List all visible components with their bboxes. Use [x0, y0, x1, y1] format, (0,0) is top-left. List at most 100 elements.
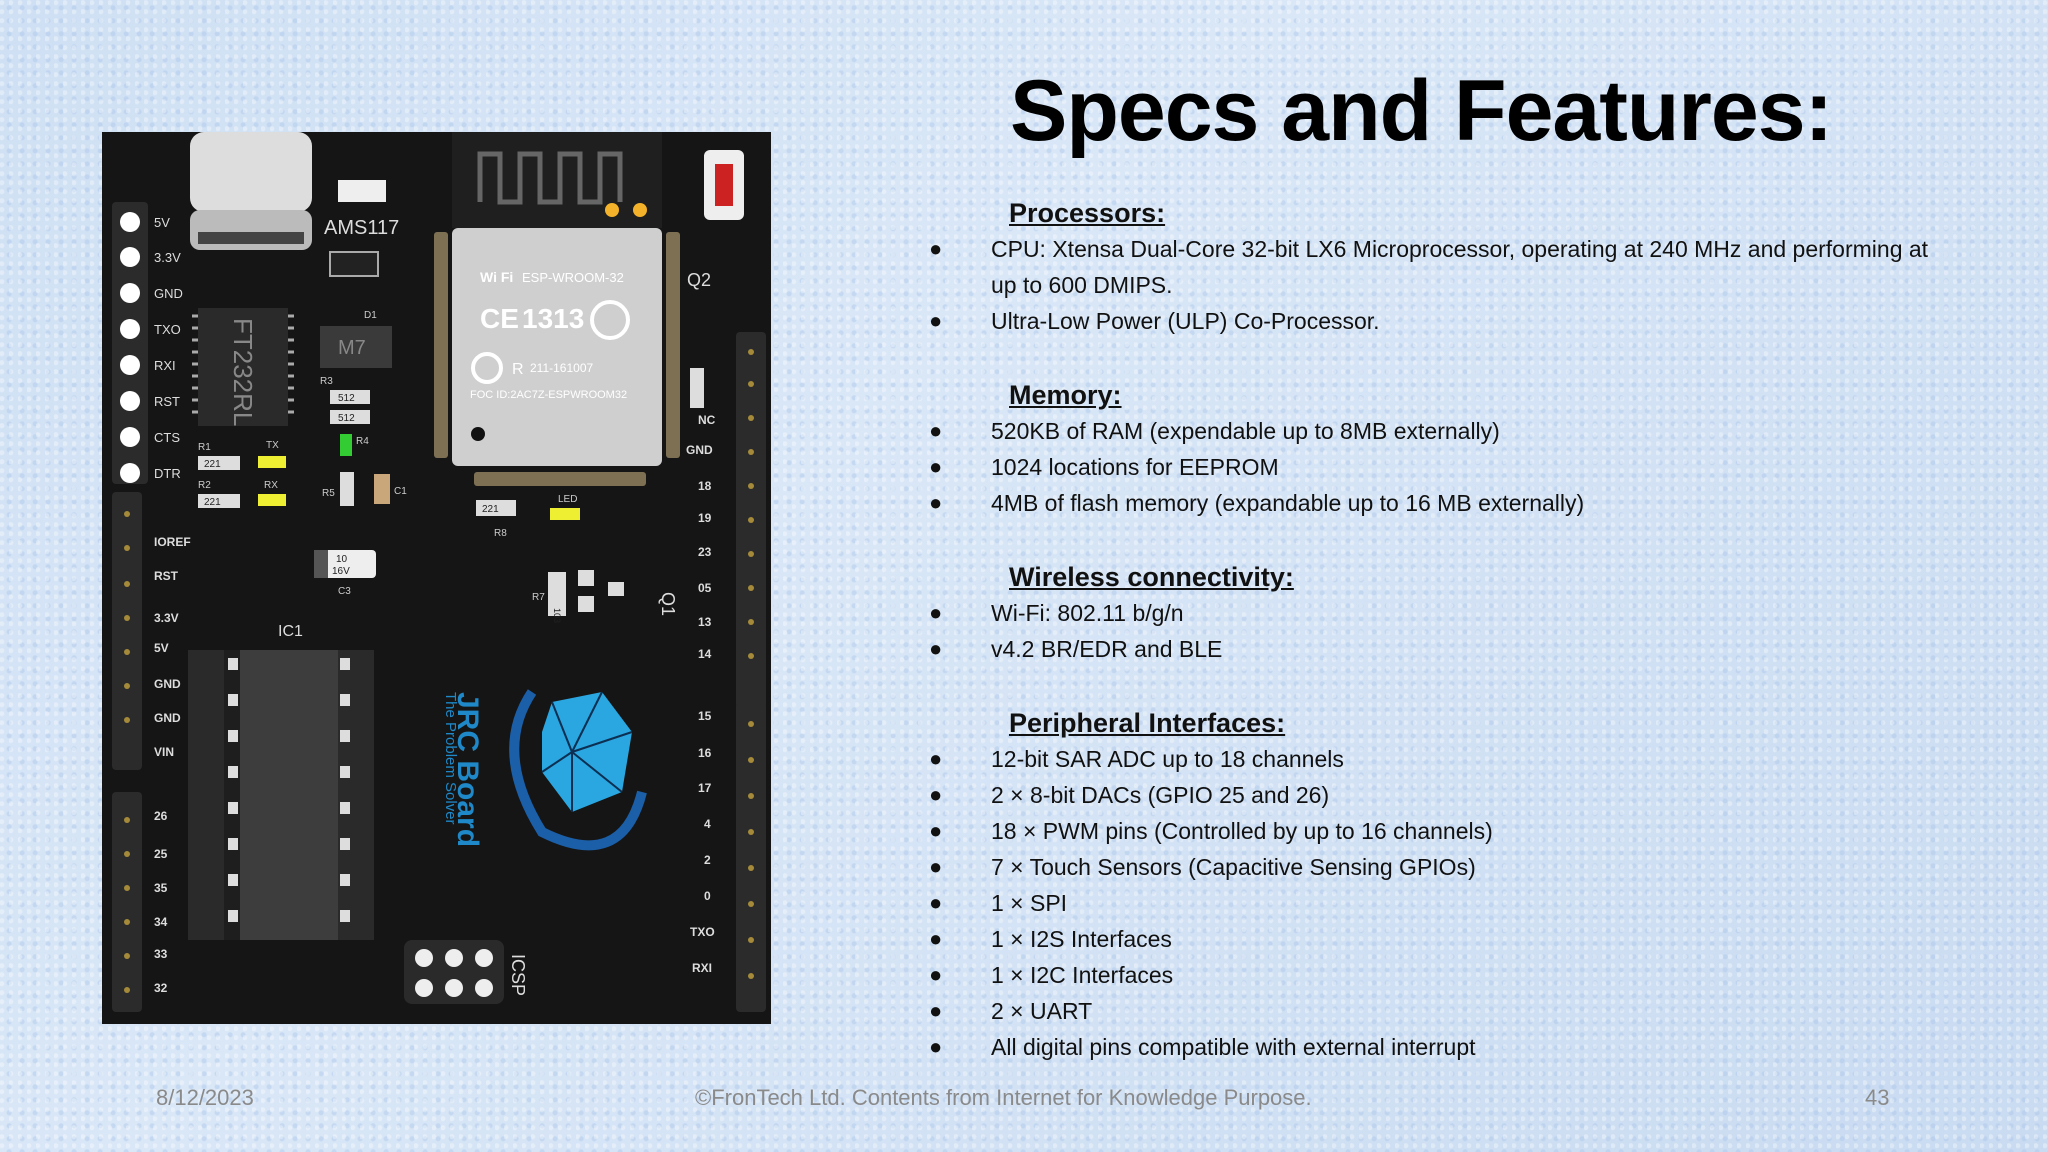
svg-text:4: 4 [704, 817, 711, 831]
svg-text:R: R [512, 361, 524, 378]
svg-text:R7: R7 [532, 592, 545, 603]
svg-text:32: 32 [154, 981, 168, 995]
svg-text:RST: RST [154, 569, 179, 583]
list-item: ●CPU: Xtensa Dual-Core 32-bit LX6 Microp… [925, 231, 1935, 303]
svg-text:25: 25 [154, 847, 168, 861]
svg-text:13: 13 [698, 615, 712, 629]
svg-text:34: 34 [154, 915, 168, 929]
board-illustration: AMS117 Wi Fi ESP-WROOM-32 CE 1313 R 211-… [102, 132, 771, 1024]
bullet-icon: ● [929, 962, 943, 987]
svg-text:RST: RST [154, 394, 180, 409]
svg-text:DTR: DTR [154, 466, 181, 481]
footer-date: 8/12/2023 [156, 1085, 254, 1110]
svg-text:GND: GND [154, 286, 183, 301]
svg-text:M7: M7 [338, 337, 366, 359]
svg-text:221: 221 [482, 504, 499, 515]
svg-text:18: 18 [698, 479, 712, 493]
svg-text:R4: R4 [356, 436, 369, 447]
svg-text:GND: GND [686, 443, 713, 457]
ft232rl-chip: FT232RL [192, 308, 294, 426]
list-item: ●1024 locations for EEPROM [925, 449, 1935, 485]
svg-text:GND: GND [154, 677, 181, 691]
usb-c-connector [190, 132, 312, 250]
svg-text:221: 221 [204, 497, 221, 508]
svg-text:16V: 16V [332, 566, 350, 577]
list-item: ●12-bit SAR ADC up to 18 channels [925, 741, 1935, 777]
svg-text:14: 14 [698, 647, 712, 661]
bullet-icon: ● [929, 746, 943, 771]
svg-text:R8: R8 [494, 528, 507, 539]
list-item: ●1 × SPI [925, 885, 1935, 921]
svg-text:Q2: Q2 [687, 270, 711, 290]
svg-text:TXO: TXO [690, 925, 715, 939]
svg-text:5V: 5V [154, 215, 170, 230]
brand-tagline: The Problem Solver [442, 692, 459, 825]
bullet-icon: ● [929, 454, 943, 479]
antenna-area [452, 132, 662, 228]
section-heading-peripherals: Peripheral Interfaces: [1009, 708, 1286, 738]
jrc-board-image: AMS117 Wi Fi ESP-WROOM-32 CE 1313 R 211-… [102, 132, 771, 1024]
jrc-logo-icon [509, 689, 647, 851]
svg-text:ICSP: ICSP [508, 954, 528, 996]
svg-text:5V: 5V [154, 641, 169, 655]
bullet-icon: ● [929, 636, 943, 661]
list-item: ●7 × Touch Sensors (Capacitive Sensing G… [925, 849, 1935, 885]
list-item: ●Ultra-Low Power (ULP) Co-Processor. [925, 303, 1935, 339]
list-item: ●All digital pins compatible with extern… [925, 1029, 1935, 1065]
svg-text:CTS: CTS [154, 430, 180, 445]
section-heading-memory: Memory: [1009, 380, 1122, 410]
svg-text:LED: LED [558, 494, 577, 505]
svg-text:TX: TX [266, 440, 279, 451]
regulator-tab [338, 180, 386, 202]
left-header [112, 202, 148, 484]
svg-text:33: 33 [154, 947, 168, 961]
svg-text:35: 35 [154, 881, 168, 895]
bullet-icon: ● [929, 236, 943, 261]
svg-text:RXI: RXI [154, 358, 176, 373]
wifi-badge: Wi Fi [480, 269, 513, 285]
svg-text:26: 26 [154, 809, 168, 823]
list-item: ●520KB of RAM (expendable up to 8MB exte… [925, 413, 1935, 449]
svg-text:GND: GND [154, 711, 181, 725]
svg-text:D1: D1 [364, 310, 377, 321]
bullet-icon: ● [929, 600, 943, 625]
diode-m7 [320, 326, 392, 368]
right-header-bottom [736, 702, 766, 1012]
svg-text:IC1: IC1 [278, 623, 303, 640]
footer-page-number: 43 [1865, 1085, 1890, 1110]
svg-text:2: 2 [704, 853, 711, 867]
svg-text:15: 15 [698, 709, 712, 723]
cert-icon [471, 352, 503, 384]
ic1-chip [240, 650, 338, 940]
svg-text:R1: R1 [198, 442, 211, 453]
regulator-label: AMS117 [324, 217, 399, 239]
bullet-icon: ● [929, 490, 943, 515]
list-item: ●4MB of flash memory (expandable up to 1… [925, 485, 1935, 521]
svg-text:RXI: RXI [692, 961, 712, 975]
svg-text:C3: C3 [338, 586, 351, 597]
svg-text:RX: RX [264, 480, 278, 491]
svg-text:R3: R3 [320, 376, 333, 387]
gpio-header-left [112, 792, 142, 1012]
bullet-icon: ● [929, 1034, 943, 1059]
svg-text:23: 23 [698, 545, 712, 559]
bullet-icon: ● [929, 998, 943, 1023]
module-code: 1313 [522, 303, 584, 334]
list-item: ●2 × UART [925, 993, 1935, 1029]
slide-title: Specs and Features: [1010, 63, 1833, 159]
bullet-icon: ● [929, 890, 943, 915]
svg-text:512: 512 [338, 393, 355, 404]
bullet-icon: ● [929, 854, 943, 879]
bullet-icon: ● [929, 926, 943, 951]
svg-text:R5: R5 [322, 488, 335, 499]
section-heading-wireless: Wireless connectivity: [1009, 562, 1294, 592]
bullet-icon: ● [929, 418, 943, 443]
capacitor-c3 [314, 550, 376, 578]
svg-text:19: 19 [698, 511, 712, 525]
svg-text:TXO: TXO [154, 322, 181, 337]
espressif-icon [590, 300, 630, 340]
brand-text: JRC Board [451, 692, 484, 847]
svg-text:10: 10 [336, 554, 348, 565]
svg-text:CE: CE [480, 303, 519, 334]
svg-text:R2: R2 [198, 480, 211, 491]
